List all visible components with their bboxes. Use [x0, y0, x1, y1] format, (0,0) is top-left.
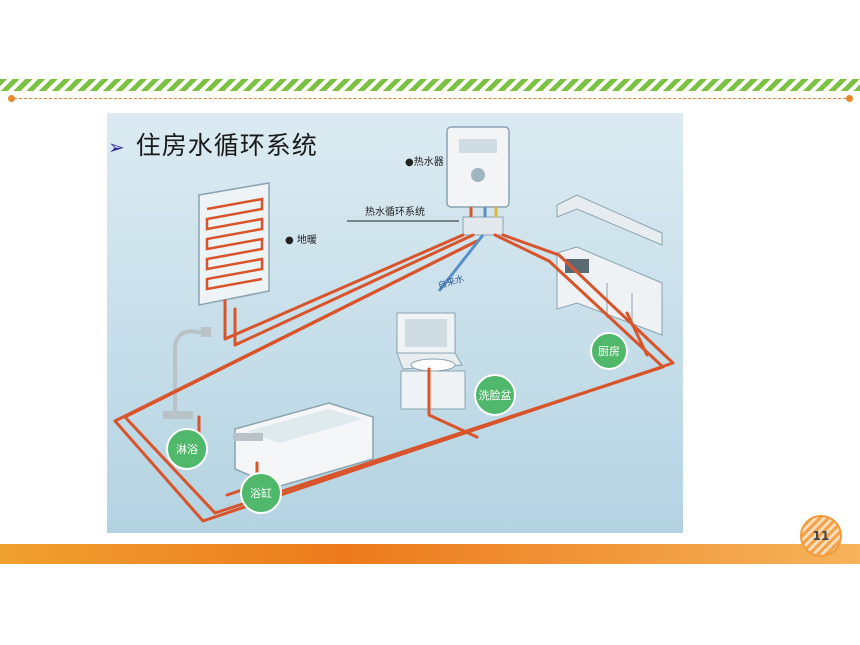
slide-title: ➢ 住房水循环系统 [108, 126, 318, 162]
header-dot-right [846, 95, 853, 102]
shower-label: 淋浴 [176, 443, 198, 456]
cold-water-pipe [437, 234, 485, 292]
heater-label: ●热水器 [405, 155, 444, 168]
water-heater [446, 126, 510, 236]
basin-badge: 洗脸盆 [474, 374, 516, 416]
page-number: 11 [812, 529, 830, 543]
header-dashed-line [14, 98, 846, 99]
bathtub [233, 402, 374, 488]
kitchen-label: 厨房 [598, 345, 620, 358]
bathtub-label: 浴缸 [250, 486, 272, 500]
bullet-arrow-icon: ➢ [108, 135, 126, 159]
illustration-background [107, 113, 683, 533]
slide-title-text: 住房水循环系统 [135, 131, 318, 160]
water-circulation-illustration: ●热水器 热水循环系统 ● 地暖 自来水 厨房 洗脸盆 淋浴 浴缸 [107, 113, 683, 533]
header-dot-left [8, 95, 15, 102]
footer-bar [0, 544, 860, 564]
pipe-network [113, 233, 675, 523]
kitchen-badge: 厨房 [590, 332, 628, 370]
floor-heating-label: ● 地暖 [285, 233, 317, 246]
shower-badge: 淋浴 [166, 428, 208, 470]
header-stripe [0, 79, 860, 91]
bathtub-badge: 浴缸 [240, 472, 282, 514]
floor-heating-panel [198, 182, 270, 306]
shower-fixture [163, 327, 211, 419]
page-number-badge: 11 [800, 515, 842, 557]
circulation-label: 热水循环系统 [365, 205, 425, 218]
basin-label: 洗脸盆 [479, 388, 512, 402]
wash-basin [396, 312, 466, 410]
